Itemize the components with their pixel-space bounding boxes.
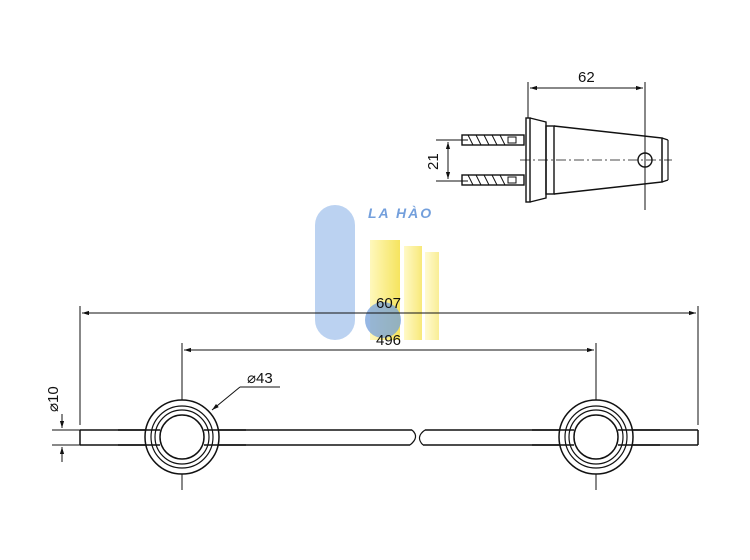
- dim-rosette-diameter-label: ⌀43: [247, 370, 273, 387]
- rosette-left: [118, 399, 246, 475]
- side-view: 62 21: [425, 69, 672, 210]
- wall-plug-lower: [461, 174, 525, 186]
- watermark-logo: LA HÀO: [315, 205, 439, 340]
- wall-plug-upper: [461, 134, 525, 146]
- watermark-text: LA HÀO: [368, 205, 433, 221]
- dim-mount-spacing-label: 496: [376, 332, 401, 349]
- dim-total-length-label: 607: [376, 295, 401, 312]
- dim-screw-spacing-label: 21: [425, 153, 442, 170]
- dim-depth-label: 62: [578, 69, 595, 86]
- front-view: 607 496 ⌀43 ⌀10: [45, 295, 699, 490]
- rosette-right: [532, 399, 660, 475]
- dim-bar-diameter-label: ⌀10: [45, 386, 62, 412]
